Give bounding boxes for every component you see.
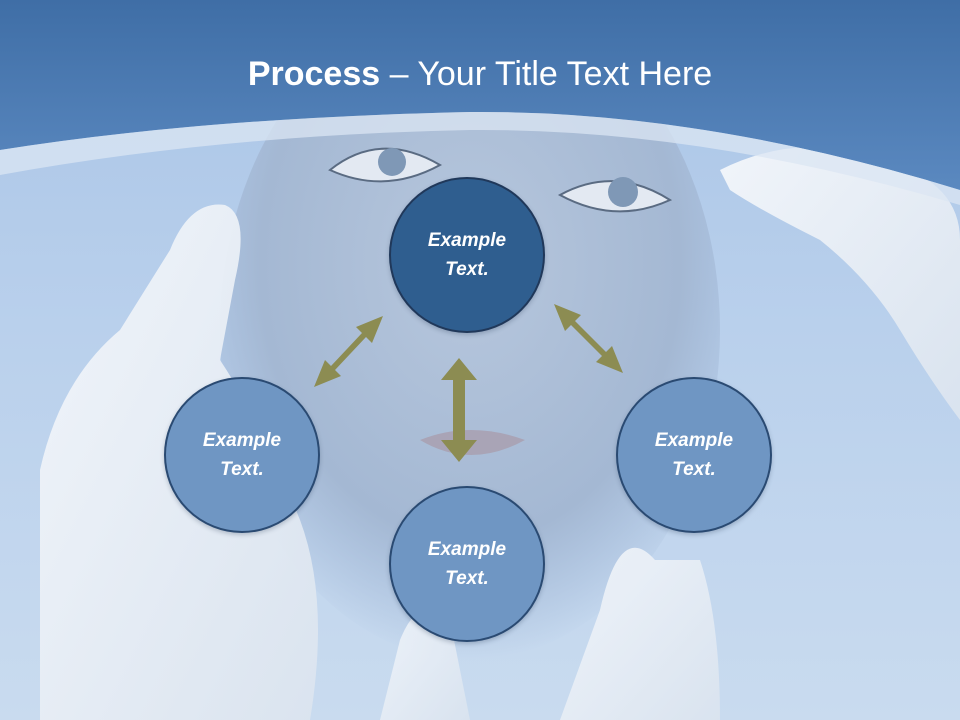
node-left[interactable]: Example Text. (164, 377, 320, 533)
arrow-top-bottom (441, 358, 477, 462)
arrow-top-left (314, 316, 383, 387)
eye-left (328, 147, 443, 183)
title-strong: Process (247, 55, 381, 93)
node-left-text: Example Text. (202, 430, 282, 480)
node-top[interactable]: Example Text. (389, 177, 545, 333)
eye-right (557, 177, 673, 213)
node-bottom[interactable]: Example Text. (389, 486, 545, 642)
arrow-top-right (554, 304, 623, 373)
title-rest: – Your Title Text Here (380, 55, 713, 93)
slide-title: Process – Your Title Text Here (0, 52, 960, 96)
node-right[interactable]: Example Text. (616, 377, 772, 533)
node-bottom-text: Example Text. (427, 539, 507, 589)
node-right-text: Example Text. (654, 430, 734, 480)
node-top-text: Example Text. (427, 230, 507, 280)
